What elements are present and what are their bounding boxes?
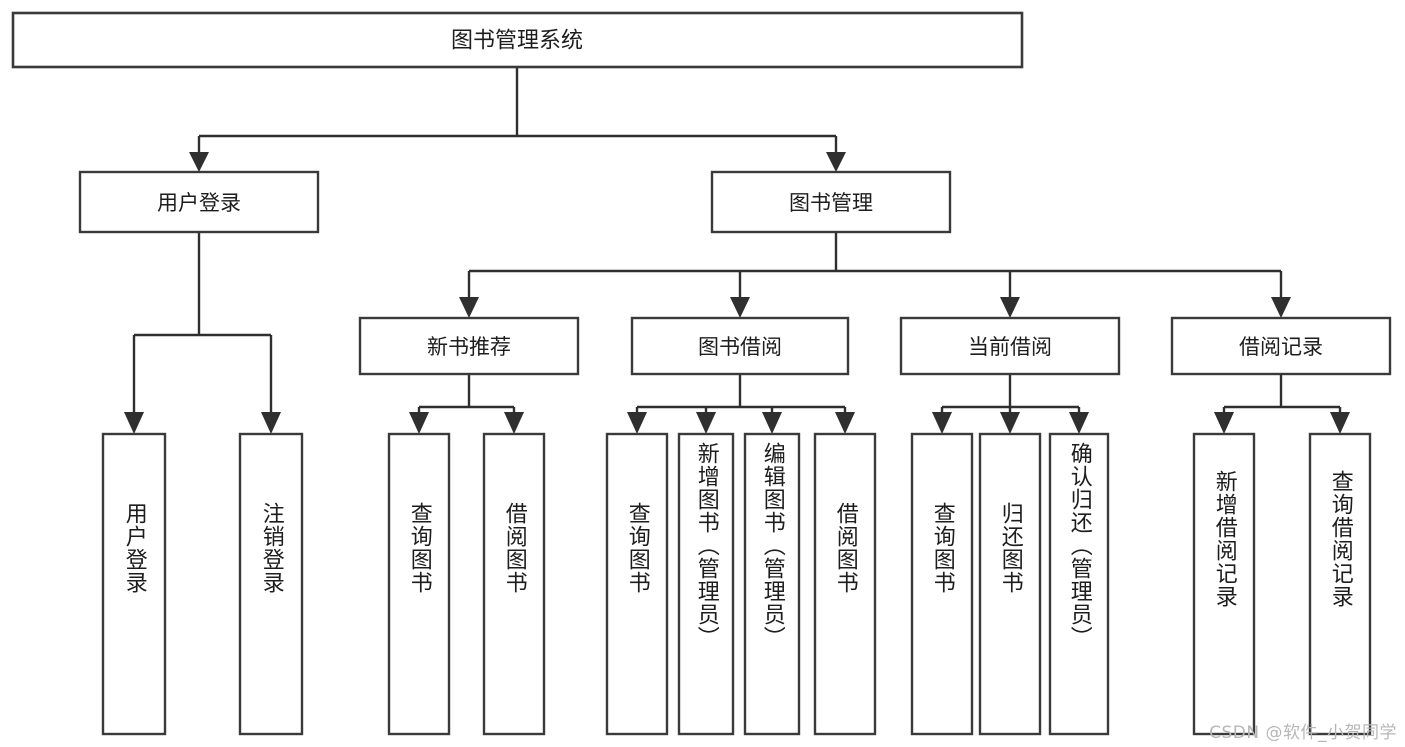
leaf-box-borrow-book-2[interactable] — [813, 432, 877, 736]
connector-root-to-level1 — [189, 67, 846, 172]
connector-user-login-to-leaves — [124, 232, 281, 434]
connector-current-borrow-to-leaves — [932, 374, 1089, 434]
connector-new-book-to-leaves — [409, 374, 524, 434]
connector-borrow-record-to-leaves — [1214, 374, 1350, 434]
node-label-book-management: 图书管理 — [789, 191, 873, 215]
leaf-box-query-book-2[interactable] — [605, 432, 669, 736]
leaf-box-borrow-book-1[interactable] — [482, 432, 546, 736]
watermark-text: CSDN @软件_小贺同学 — [1209, 723, 1397, 743]
node-book-borrow[interactable]: 图书借阅 — [630, 316, 850, 376]
leaf-box-return-book[interactable] — [978, 432, 1042, 736]
node-label-current-borrow: 当前借阅 — [968, 335, 1052, 359]
node-label-root: 图书管理系统 — [451, 29, 583, 54]
node-label-user-login: 用户登录 — [157, 191, 241, 215]
node-root-book-management-system[interactable]: 图书管理系统 — [11, 11, 1024, 69]
leaf-box-logout[interactable] — [238, 432, 304, 736]
node-borrow-record[interactable]: 借阅记录 — [1170, 316, 1392, 376]
node-new-book-recommend[interactable]: 新书推荐 — [358, 316, 580, 376]
node-label-new-book-recommend: 新书推荐 — [427, 335, 511, 359]
connector-book-borrow-to-leaves — [627, 374, 855, 434]
leaf-box-query-book-3[interactable] — [910, 432, 974, 736]
node-current-borrow[interactable]: 当前借阅 — [899, 316, 1121, 376]
leaf-box-edit-book-admin[interactable] — [743, 432, 801, 736]
node-label-borrow-record: 借阅记录 — [1239, 335, 1323, 359]
leaf-box-confirm-return-admin[interactable] — [1048, 432, 1110, 736]
node-user-login[interactable]: 用户登录 — [78, 170, 320, 234]
leaf-box-add-borrow-record[interactable] — [1192, 432, 1256, 736]
node-label-book-borrow: 图书借阅 — [698, 335, 782, 359]
leaf-box-query-book-1[interactable] — [387, 432, 451, 736]
node-book-management[interactable]: 图书管理 — [710, 170, 952, 234]
leaf-box-user-login[interactable] — [101, 432, 167, 736]
leaf-box-query-borrow-record[interactable] — [1308, 432, 1372, 736]
connector-book-mgmt-to-level2 — [459, 232, 1291, 318]
leaf-box-add-book-admin[interactable] — [677, 432, 735, 736]
